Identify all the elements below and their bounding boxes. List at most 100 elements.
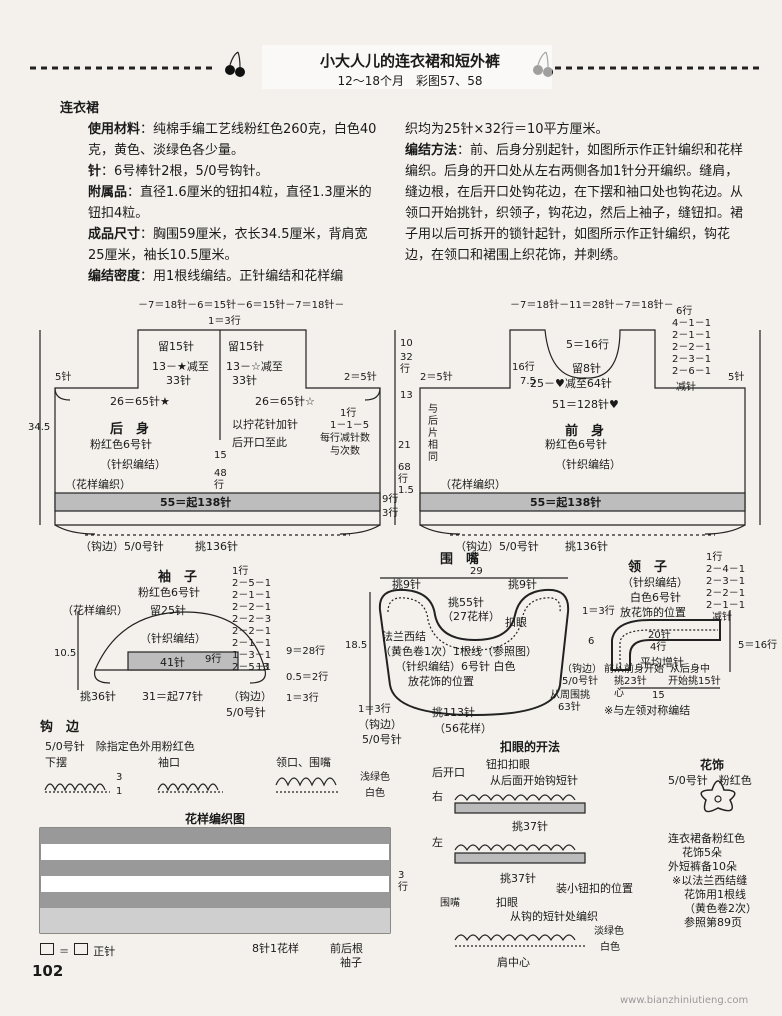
buttonhole-p37b: 挑37针 (500, 872, 536, 885)
bib-flower-1: 法兰西结 (382, 630, 426, 643)
back-title: 后 身 (110, 422, 150, 437)
back-dec-right-2: 33针 (232, 374, 257, 387)
method-line: 编结方法：前、后身分别起针，如图所示作正针编织和花样编织。后身的开口处从左右两侧… (405, 143, 744, 263)
sleeve-pattern: （花样编织） (62, 604, 128, 617)
back-sleeve-left: 5针 (55, 372, 72, 383)
flower-line-5: 花饰用1根线 (684, 888, 746, 901)
back-dec-right-1: 13－☆减至 (226, 360, 283, 373)
sleeve-leave: 留25针 (150, 604, 186, 617)
front-st51: 51＝128针♥ (552, 398, 619, 411)
front-st16: 16行 (512, 362, 535, 373)
bib-p56: （56花样） (434, 722, 492, 735)
sleeve-r13: 13 (256, 662, 269, 673)
size-line: 成品尺寸：胸围59厘米，衣长34.5厘米，背肩宽25厘米，袖长10.5厘米。 (88, 227, 368, 263)
buttonhole-center: 肩中心 (497, 956, 530, 969)
back-rows-note-1: 1行 (340, 408, 357, 419)
back-open-note: 后开口至此 (232, 436, 287, 449)
collar-title: 领 子 (628, 560, 668, 575)
back-h68: 68行 (398, 462, 411, 485)
buttonhole-bib: 围嘴 (440, 898, 460, 909)
collar-note-2: 挑23针 (614, 676, 647, 687)
back-stitch: （针织编结） (100, 458, 166, 471)
back-hook: （钩边）5/0号针 (80, 540, 164, 553)
sleeve-yarn: 粉红色6号针 (138, 586, 200, 599)
back-st-left: 26＝65针★ (110, 395, 170, 408)
page-subtitle: 12～18个月 彩图57、58 (337, 74, 483, 88)
flower-line-2: 花饰5朵 (682, 846, 722, 859)
bib-buttonhole: 扣眼 (505, 616, 527, 629)
buttonhole-small: 装小钮扣的位置 (556, 882, 633, 895)
edging-neck: 领口、围嘴 (276, 756, 331, 769)
front-edge25: 2＝5针 (420, 372, 453, 383)
front-yarn: 粉红色6号针 (545, 438, 607, 451)
chart-center-2: 袖子 (340, 956, 362, 969)
collar-note-3: 从后身中 (670, 664, 710, 675)
sleeve-r1: 1＝3行 (286, 693, 319, 704)
back-rows-note-3: 每行减针数 (320, 433, 370, 444)
edging-r1: 1 (116, 786, 123, 797)
front-stitch: （针织编结） (555, 458, 621, 471)
bib-r55: 挑55针 (448, 596, 484, 609)
collar-note-6: 从周围挑 (550, 690, 590, 701)
back-pick: 挑136针 (195, 540, 238, 553)
buttonhole-left: 左 (432, 836, 443, 849)
front-pick: 挑136针 (565, 540, 608, 553)
collar-hook: （钩边） (562, 664, 602, 675)
back-h13: 13 (400, 390, 413, 401)
buttonhole-p37: 挑37针 (512, 820, 548, 833)
flower-line-3: 外短裤备10朵 (668, 860, 737, 873)
buttonhole-right: 右 (432, 790, 443, 803)
collar-note-4: 开始挑15针 (668, 676, 721, 687)
back-leave-left: 留15针 (158, 340, 194, 353)
front-body-diagram (419, 329, 761, 536)
flower-motif-icon (700, 780, 736, 813)
collar-note-7: 63针 (558, 702, 581, 713)
bib-pos: 放花饰的位置 (408, 675, 474, 688)
back-pattern: （花样编织） (65, 478, 131, 491)
bib-w29: 29 (470, 566, 483, 577)
back-num15: 15 (214, 450, 227, 461)
sleeve-cast: 31＝起77针 (142, 690, 203, 703)
gauge-line: 编结密度：用1根线编结。正针编结和花样编 (88, 269, 344, 284)
dress-right-column: 织均为25针×32行＝10平方厘米。 编结方法：前、后身分别起针，如图所示作正针… (405, 119, 745, 266)
back-h32: 32行 (400, 352, 413, 375)
front-title: 前 身 (565, 424, 605, 439)
collar-yarn: 白色6号针 (630, 591, 681, 604)
bib-knit: （针织编结）6号针 白色 (395, 660, 516, 673)
front-dec: 减针 (676, 382, 696, 393)
collar-note-5: 心 (614, 688, 624, 699)
buttonhole-start: 从后面开始钩短针 (490, 774, 578, 787)
needles-line: 针：6号棒针2根，5/0号钩针。 (88, 164, 269, 179)
front-leave8: 留8针 (572, 362, 601, 375)
section-heading-dress: 连衣裙 (60, 101, 100, 116)
sleeve-r05: 0.5＝2行 (286, 672, 329, 683)
stitch-chart (39, 827, 391, 934)
collar-h6: 6 (588, 636, 595, 647)
front-r6: 6行 (676, 306, 693, 317)
back-body-diagram (39, 329, 396, 536)
collar-avg: 平均增针 (640, 656, 684, 669)
back-top-dims: －7＝18针－6＝15针－6＝15针－7＝18针－ (138, 300, 345, 311)
collar-st20: 20针 (648, 630, 671, 641)
flower-line-1: 连衣裙备粉红色 (668, 832, 745, 845)
back-st-right: 26＝65针☆ (255, 395, 315, 408)
dress-left-column: 使用材料：纯棉手编工艺线粉红色260克，白色40克，黄色、淡绿色各少量。 针：6… (88, 119, 378, 287)
edging-white: 白色 (365, 788, 385, 799)
front-r75: 7.5 (520, 376, 536, 387)
edging-swatches (44, 777, 340, 793)
back-total-length: 34.5 (28, 422, 51, 433)
front-top-dims: －7＝18针－11＝28针－7＝18针－ (510, 300, 674, 311)
buttonhole-title: 扣眼的开法 (500, 740, 561, 754)
back-dec-left-2: 33针 (166, 374, 191, 387)
sleeve-knit: （针织编结） (140, 632, 206, 645)
back-h21: 21 (398, 440, 411, 451)
page-number: 102 (32, 962, 64, 980)
back-rows-1-3: 1＝3行 (208, 316, 241, 327)
sleeve-hook-needle: 5/0号针 (226, 706, 266, 719)
materials-line: 使用材料：纯棉手编工艺线粉红色260克，白色40克，黄色、淡绿色各少量。 (88, 122, 377, 158)
back-r9: 9行 (382, 494, 399, 505)
edging-r3: 3 (116, 772, 123, 783)
